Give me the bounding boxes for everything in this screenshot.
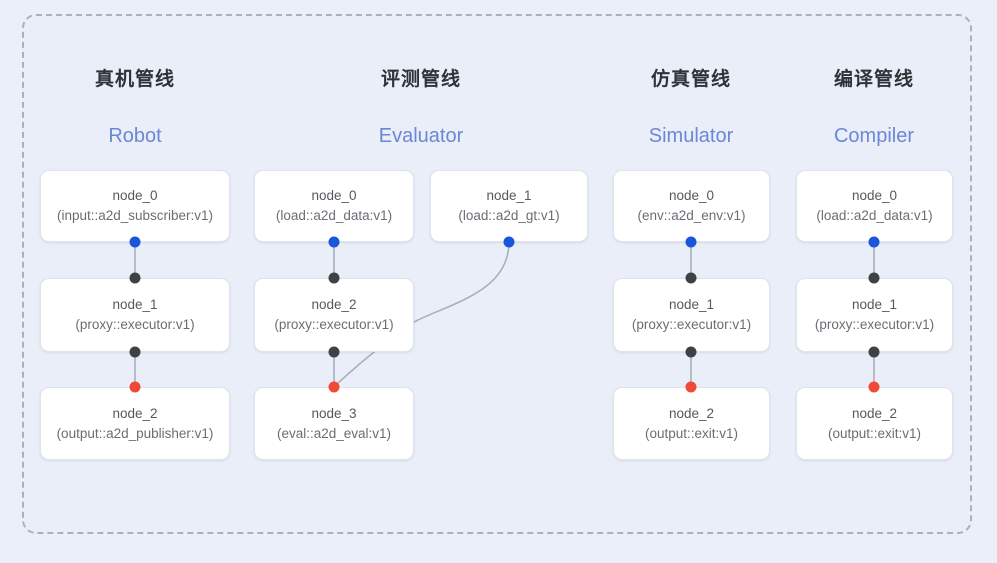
node-name: node_2 bbox=[668, 405, 715, 421]
node-name: node_2 bbox=[851, 405, 898, 421]
column-subtitle-compiler: Compiler bbox=[833, 125, 915, 147]
port-output-robot-0[interactable] bbox=[129, 236, 141, 248]
node-name: node_1 bbox=[112, 297, 158, 313]
node-type: (load::a2d_data:v1) bbox=[275, 208, 393, 223]
node-card-compiler-0[interactable]: node_0 (load::a2d_data:v1) bbox=[796, 170, 953, 242]
column-subtitle-evaluator: Evaluator bbox=[378, 125, 464, 147]
node-name: node_1 bbox=[851, 297, 898, 313]
node-type: (output::exit:v1) bbox=[644, 425, 739, 441]
node-type: (proxy::executor:v1) bbox=[75, 317, 195, 332]
port-output-evaluator-2[interactable] bbox=[328, 346, 340, 358]
port-output-evaluator-0[interactable] bbox=[328, 236, 340, 248]
node-name: node_0 bbox=[311, 188, 357, 204]
node-name: node_2 bbox=[112, 405, 158, 421]
port-output-compiler-1[interactable] bbox=[868, 346, 880, 358]
node-card-simulator-2[interactable]: node_2 (output::exit:v1) bbox=[613, 387, 770, 460]
node-card-simulator-0[interactable]: node_0 (env::a2d_env:v1) bbox=[613, 170, 770, 242]
column-subtitle-simulator: Simulator bbox=[648, 125, 734, 147]
node-type: (load::a2d_gt:v1) bbox=[458, 208, 560, 223]
node-type: (env::a2d_env:v1) bbox=[637, 208, 746, 223]
node-type: (proxy::executor:v1) bbox=[631, 317, 752, 332]
node-card-evaluator-0[interactable]: node_0 (load::a2d_data:v1) bbox=[254, 170, 414, 242]
node-name: node_0 bbox=[112, 188, 158, 204]
node-type: (load::a2d_data:v1) bbox=[816, 208, 933, 223]
port-input-simulator-2[interactable] bbox=[685, 381, 697, 393]
port-output-simulator-0[interactable] bbox=[685, 236, 697, 248]
node-card-evaluator-3[interactable]: node_3 (eval::a2d_eval:v1) bbox=[254, 387, 414, 460]
node-card-robot-2[interactable]: node_2 (output::a2d_publisher:v1) bbox=[40, 387, 230, 460]
node-type: (output::exit:v1) bbox=[827, 425, 922, 441]
node-name: node_3 bbox=[311, 405, 357, 421]
port-input-compiler-1[interactable] bbox=[868, 272, 880, 284]
node-name: node_0 bbox=[668, 188, 715, 204]
port-input-compiler-2[interactable] bbox=[868, 381, 880, 393]
port-output-simulator-1[interactable] bbox=[685, 346, 697, 358]
node-type: (input::a2d_subscriber:v1) bbox=[56, 208, 214, 223]
node-type: (proxy::executor:v1) bbox=[814, 317, 935, 332]
node-card-simulator-1[interactable]: node_1 (proxy::executor:v1) bbox=[613, 278, 770, 352]
node-card-evaluator-gt[interactable]: node_1 (load::a2d_gt:v1) bbox=[430, 170, 588, 242]
column-title-evaluator: 评测管线 bbox=[380, 69, 461, 90]
port-input-robot-2[interactable] bbox=[129, 381, 141, 393]
port-input-evaluator-3[interactable] bbox=[328, 381, 340, 393]
node-type: (output::a2d_publisher:v1) bbox=[56, 425, 214, 441]
node-card-robot-0[interactable]: node_0 (input::a2d_subscriber:v1) bbox=[40, 170, 230, 242]
port-output-robot-1[interactable] bbox=[129, 346, 141, 358]
node-type: (eval::a2d_eval:v1) bbox=[276, 425, 392, 441]
column-title-compiler: 编译管线 bbox=[833, 69, 914, 90]
column-subtitle-robot: Robot bbox=[108, 125, 162, 147]
port-output-evaluator-gt[interactable] bbox=[503, 236, 515, 248]
node-card-compiler-1[interactable]: node_1 (proxy::executor:v1) bbox=[796, 278, 953, 352]
node-card-compiler-2[interactable]: node_2 (output::exit:v1) bbox=[796, 387, 953, 460]
node-name: node_1 bbox=[486, 188, 532, 204]
port-input-simulator-1[interactable] bbox=[685, 272, 697, 284]
node-type: (proxy::executor:v1) bbox=[274, 317, 394, 332]
node-name: node_1 bbox=[668, 297, 715, 313]
node-name: node_0 bbox=[851, 188, 898, 204]
port-output-compiler-0[interactable] bbox=[868, 236, 880, 248]
node-name: node_2 bbox=[311, 297, 357, 313]
port-input-robot-1[interactable] bbox=[129, 272, 141, 284]
port-input-evaluator-2[interactable] bbox=[328, 272, 340, 284]
node-card-robot-1[interactable]: node_1 (proxy::executor:v1) bbox=[40, 278, 230, 352]
column-title-simulator: 仿真管线 bbox=[650, 69, 731, 90]
column-title-robot: 真机管线 bbox=[94, 69, 175, 90]
node-card-evaluator-2[interactable]: node_2 (proxy::executor:v1) bbox=[254, 278, 414, 352]
